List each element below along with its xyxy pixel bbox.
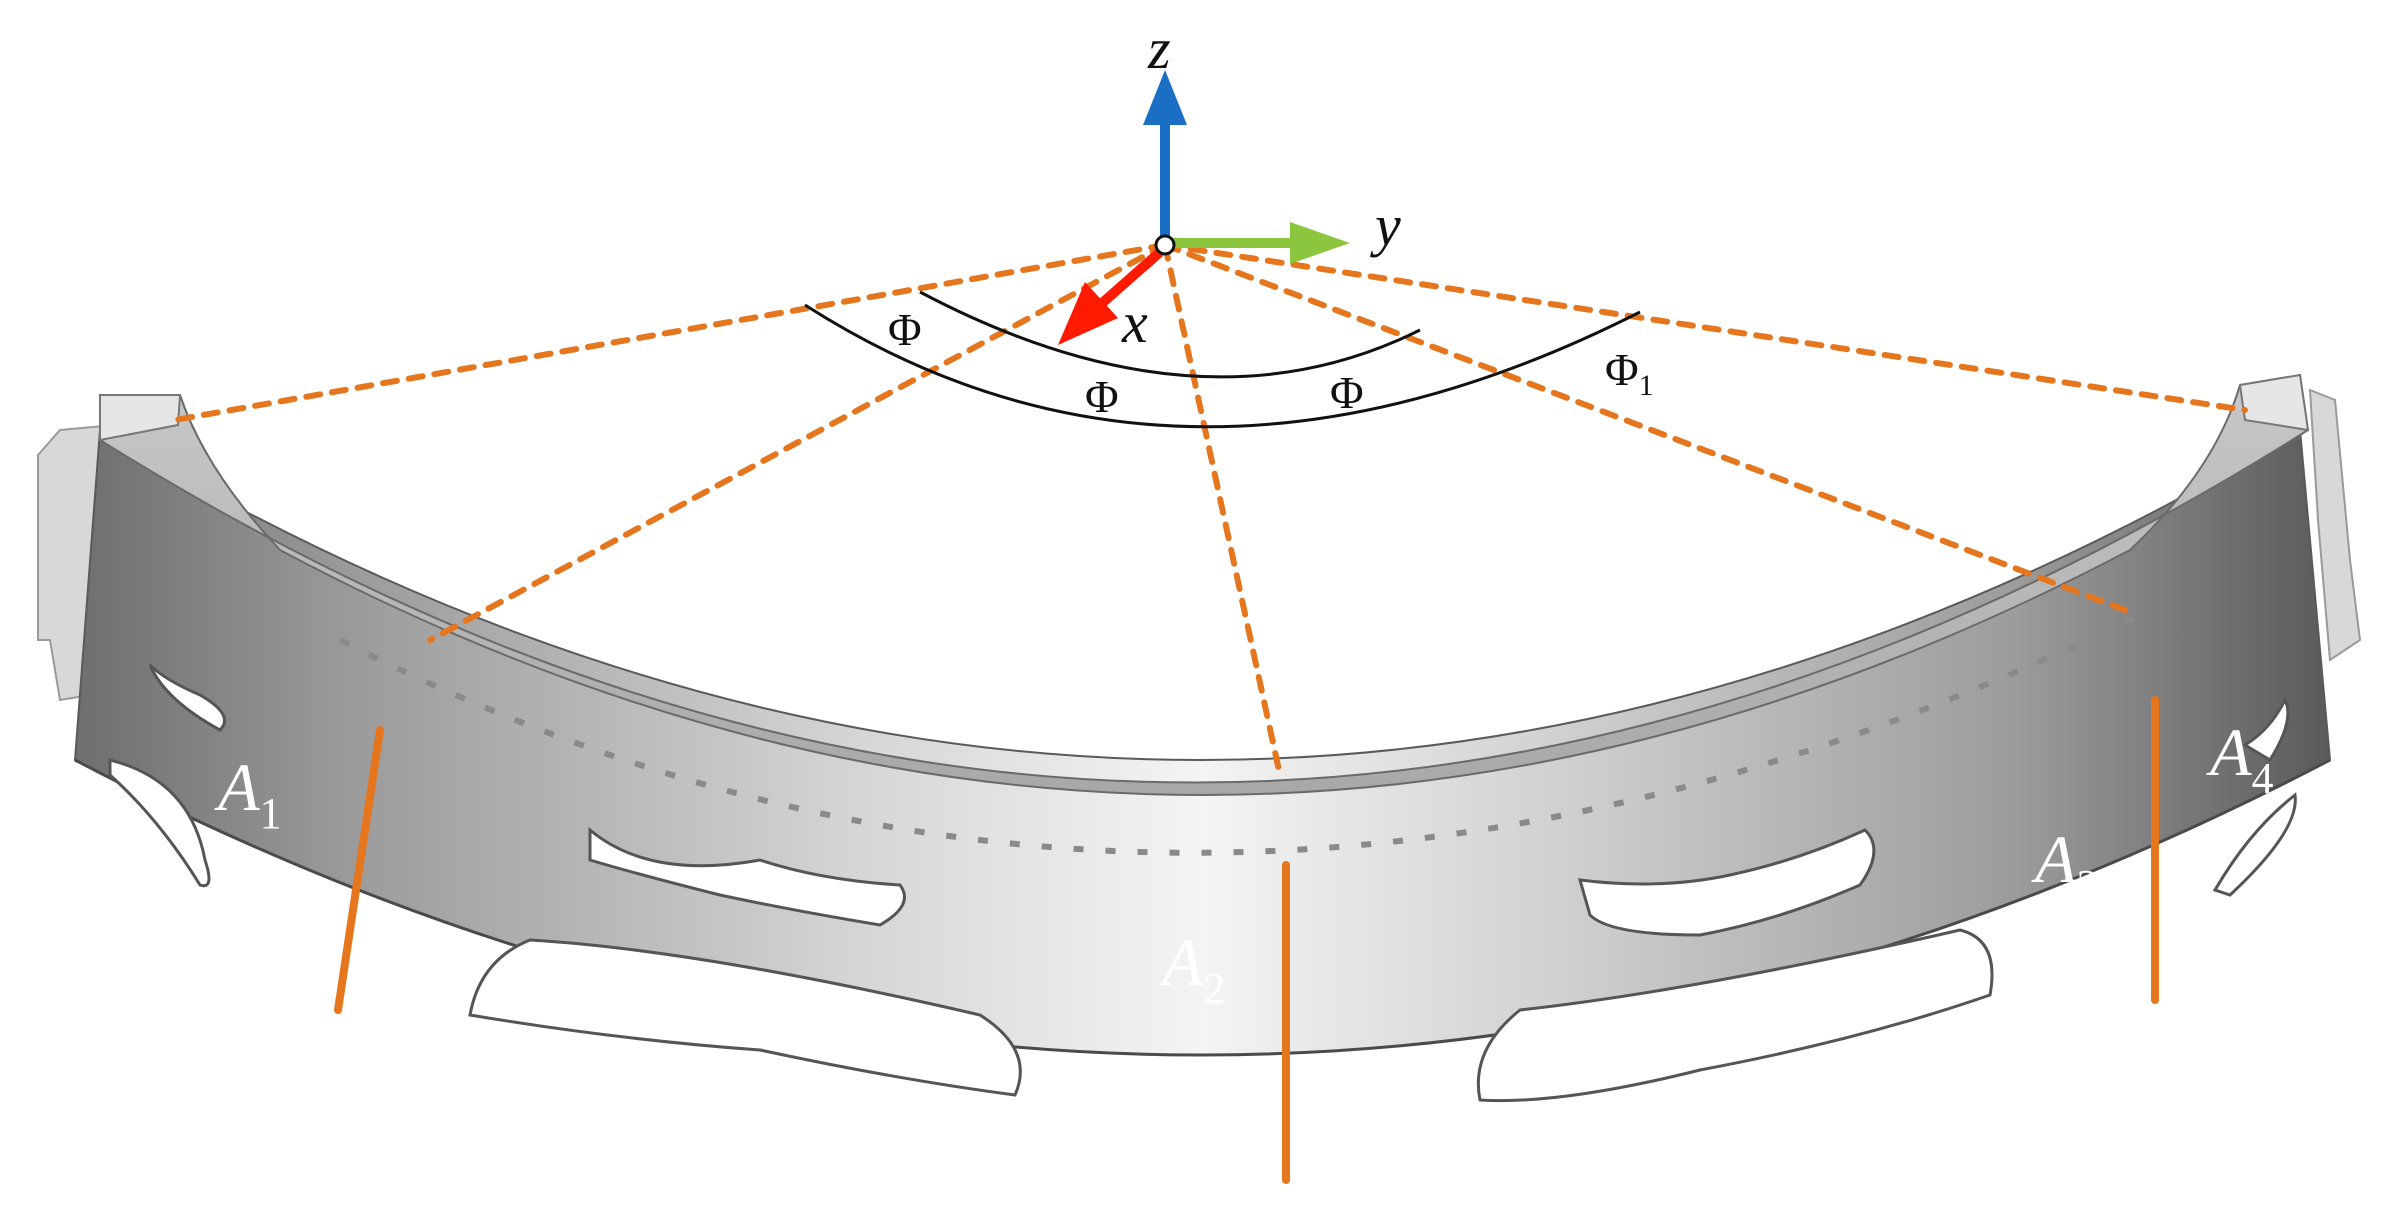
slot-center-right-upper: [1577, 828, 1876, 937]
section-label-a1-sub: 1: [260, 789, 282, 838]
slot-cutouts: [108, 663, 2297, 1103]
z-axis-arrowhead: [1143, 70, 1187, 125]
inner-angle-arc: [919, 290, 1421, 379]
radial-line-a1: [427, 242, 1168, 643]
section-label-a4: A4: [2206, 714, 2274, 803]
angle-label-phi1-sub: 1: [1639, 369, 1654, 402]
radial-line-right-end: [1162, 242, 2248, 413]
section-label-a2-sub: 2: [1204, 964, 1226, 1013]
ring-bottom-rim: [74, 758, 2331, 1057]
z-axis-label: z: [1147, 16, 1171, 81]
angle-label-phi-1: Φ: [888, 304, 922, 355]
scalloped-edge: [338, 607, 2152, 856]
origin-point: [1154, 234, 1176, 256]
x-axis-label: x: [1121, 290, 1148, 355]
angle-label-phi-3: Φ: [1330, 367, 1364, 418]
section-line-a1: [334, 726, 384, 1014]
radial-line-a3: [1162, 242, 2128, 613]
slot-left-upper: [148, 663, 226, 732]
y-axis-label: y: [1370, 193, 1401, 258]
radial-dashed-lines: [172, 242, 2248, 778]
section-label-a3: A3: [2031, 821, 2099, 910]
coordinate-system: [1058, 70, 1350, 345]
section-lines: [334, 696, 2159, 1184]
angle-label-phi-2: Φ: [1085, 371, 1119, 422]
slot-center-right-lower: [1476, 928, 1994, 1103]
right-end-face: [2238, 373, 2310, 432]
angle-label-phi1: Φ1: [1605, 344, 1654, 402]
right-end-tab: [2308, 388, 2362, 662]
section-label-a4-sub: 4: [2252, 754, 2274, 803]
x-axis-arrowhead: [1058, 282, 1118, 345]
x-axis: [1096, 248, 1164, 309]
section-label-a1: A1: [214, 749, 282, 838]
outer-angle-arc: [804, 303, 1641, 429]
y-axis-arrowhead: [1290, 222, 1350, 264]
slot-center-left-upper: [588, 826, 906, 927]
section-label-a3-sub: 3: [2077, 861, 2099, 910]
slot-right-upper: [2242, 696, 2290, 763]
ring-top-surface: [99, 373, 2310, 796]
slot-center-left-lower: [468, 938, 1022, 1097]
slot-right-lower: [2212, 792, 2297, 897]
section-label-a2: A2: [1158, 924, 1226, 1013]
slot-left-lower: [108, 758, 211, 888]
angle-arcs: [804, 290, 1641, 429]
radial-line-a2: [1162, 242, 1283, 778]
left-end-face: [99, 394, 182, 442]
radial-line-left-end: [172, 242, 1168, 423]
